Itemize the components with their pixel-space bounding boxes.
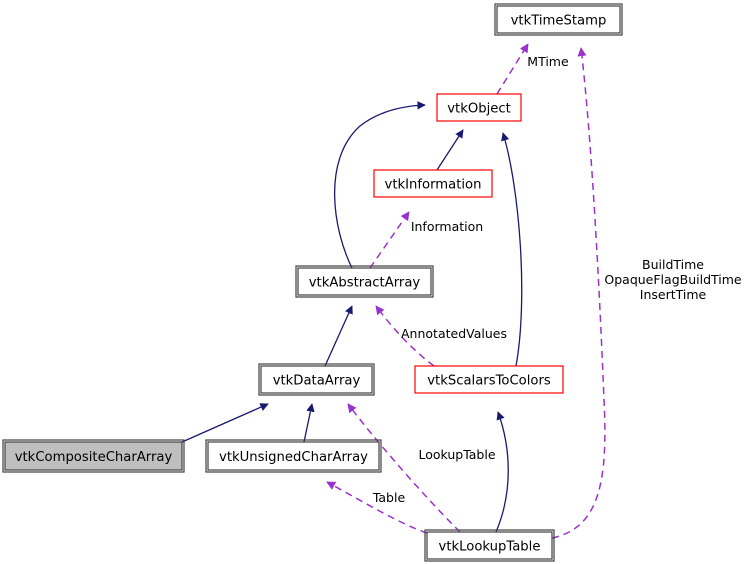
nodes-layer: vtkTimeStamp vtkObject vtkInformation vtkAb… [2,3,623,562]
class-node-vtkTimeStamp[interactable]: vtkTimeStamp [494,3,623,36]
class-node-vtkObject[interactable]: vtkObject [436,93,522,122]
edge-scalarstocolors-annotatedvalues-abstractarray [375,305,435,367]
edge-lookuptable-times-timestamp [551,47,606,539]
edge-label-object-mtime-timestamp: MTime [527,54,569,69]
edge-label-scalarstocolors-annotatedvalues-abstractarray: AnnotatedValues [401,326,507,341]
class-node-vtkInformation[interactable]: vtkInformation [373,169,493,198]
class-node-outer-frame-vtkAbstractArray [295,265,434,298]
edge-unsignedchararray-inherits-dataarray [303,403,315,443]
edge-compositechararray-inherits-dataarray [181,403,269,443]
class-node-box-vtkTimeStamp[interactable] [496,5,621,34]
class-node-vtkScalarsToColors[interactable]: vtkScalarsToColors [414,365,564,394]
class-node-vtkDataArray[interactable]: vtkDataArray [258,363,375,396]
class-node-vtkCompositeCharArray[interactable]: vtkCompositeCharArray [2,439,185,473]
class-node-box-vtkUnsignedCharArray[interactable] [207,441,380,471]
class-node-outer-frame-vtkLookupTable [424,529,555,562]
class-node-box-vtkAbstractArray[interactable] [297,267,432,296]
class-node-vtkLookupTable[interactable]: vtkLookupTable [424,529,555,562]
edge-label-lookuptable-lookuptable-dataarray: LookupTable [418,447,495,462]
class-node-box-vtkDataArray[interactable] [260,365,373,394]
class-node-box-vtkCompositeCharArray[interactable] [4,441,183,471]
edge-scalarstocolors-inherits-object [501,132,523,367]
edge-abstractarray-inherits-object [334,101,426,269]
edge-object-mtime-timestamp [496,43,529,95]
edge-lookuptable-table-unsignedchararray [326,481,428,534]
edge-abstractarray-information-usage [369,211,410,269]
edge-information-inherits-object [436,129,464,171]
class-node-vtkUnsignedCharArray[interactable]: vtkUnsignedCharArray [205,439,382,473]
class-node-outer-frame-vtkUnsignedCharArray [205,439,382,473]
edge-dataarray-inherits-abstractarray [324,305,353,367]
class-node-box-vtkInformation[interactable] [373,169,493,198]
class-node-vtkAbstractArray[interactable]: vtkAbstractArray [295,265,434,298]
class-node-outer-frame-vtkTimeStamp [494,3,623,36]
edge-lookuptable-inherits-scalarstocolors [495,411,509,533]
class-node-outer-frame-vtkCompositeCharArray [2,439,185,473]
class-node-box-vtkObject[interactable] [436,93,522,122]
edge-label-abstractarray-information-usage: Information [411,219,483,234]
edges-layer [181,43,606,539]
class-node-box-vtkLookupTable[interactable] [426,531,553,560]
edge-label-lookuptable-table-unsignedchararray: Table [372,490,406,505]
class-node-box-vtkScalarsToColors[interactable] [414,365,564,394]
class-node-outer-frame-vtkDataArray [258,363,375,396]
